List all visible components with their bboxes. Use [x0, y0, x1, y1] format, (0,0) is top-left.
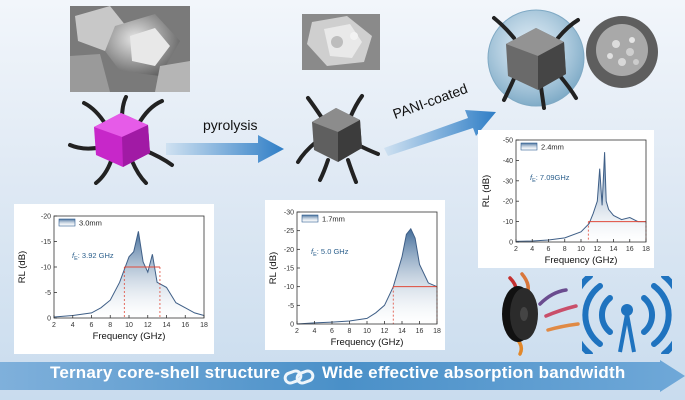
x-axis-label: Frequency (GHz)	[331, 337, 404, 348]
x-tick-label-2: 2	[514, 246, 518, 253]
y-tick-label--30: -30	[284, 210, 294, 217]
x-tick-label-6: 6	[547, 246, 551, 253]
y-tick-label--5: -5	[288, 303, 294, 310]
y-tick-label--20: -20	[41, 214, 51, 221]
rl-area	[54, 231, 204, 318]
x-tick-label-10: 10	[125, 322, 133, 329]
sem-image-pyrolyzed	[302, 14, 380, 70]
y-tick-label--15: -15	[41, 239, 51, 246]
x-tick-label-6: 6	[330, 328, 334, 335]
y-tick-label-0: 0	[290, 322, 294, 329]
rl-curve	[53, 231, 205, 318]
y-tick-label--25: -25	[284, 228, 294, 235]
y-tick-label--40: -40	[503, 158, 513, 165]
x-tick-label-2: 2	[52, 322, 56, 329]
x-axis-label: Frequency (GHz)	[545, 255, 618, 266]
x-tick-label-8: 8	[348, 328, 352, 335]
fe-annotation: fE: 7.09GHz	[530, 173, 570, 184]
x-tick-label-14: 14	[163, 322, 171, 329]
fe-annotation: fE: 3.92 GHz	[72, 251, 114, 262]
x-tick-label-14: 14	[610, 246, 618, 253]
pani-coated-particle-illustration	[480, 4, 590, 112]
sem-image-pani	[586, 16, 658, 88]
rl-curve	[515, 152, 646, 242]
y-axis-label: RL (dB)	[481, 175, 492, 207]
x-tick-label-8: 8	[108, 322, 112, 329]
legend-swatch	[301, 214, 319, 223]
x-tick-label-18: 18	[642, 246, 650, 253]
wireless-signal-icon	[568, 273, 685, 357]
rl-area	[516, 152, 646, 242]
y-axis-label: RL (dB)	[268, 252, 279, 284]
y-tick-label--50: -50	[503, 138, 513, 145]
x-tick-label-14: 14	[398, 328, 406, 335]
legend-swatch	[520, 142, 538, 151]
legend-label: 3.0mm	[79, 219, 102, 228]
y-tick-label--20: -20	[284, 247, 294, 254]
y-axis-label: RL (dB)	[17, 251, 28, 283]
x-axis-label: Frequency (GHz)	[93, 331, 166, 342]
x-tick-label-6: 6	[90, 322, 94, 329]
x-tick-label-8: 8	[563, 246, 567, 253]
x-tick-label-10: 10	[577, 246, 585, 253]
banner-left-text: Ternary core-shell structure	[50, 363, 281, 382]
pyrolyzed-particle-illustration	[292, 92, 380, 184]
x-tick-label-4: 4	[313, 328, 317, 335]
x-tick-label-10: 10	[363, 328, 371, 335]
y-tick-label--5: -5	[45, 290, 51, 297]
x-tick-label-2: 2	[295, 328, 299, 335]
y-tick-label-0: 0	[509, 240, 513, 247]
legend-label: 2.4mm	[541, 143, 564, 152]
x-tick-label-16: 16	[181, 322, 189, 329]
y-tick-label--10: -10	[284, 284, 294, 291]
connector-chain-icon	[283, 366, 317, 388]
y-tick-label--10: -10	[41, 265, 51, 272]
y-tick-label--30: -30	[503, 178, 513, 185]
sem-image-zif	[70, 6, 190, 92]
y-tick-label--20: -20	[503, 199, 513, 206]
x-tick-label-12: 12	[593, 246, 601, 253]
y-tick-label--15: -15	[284, 266, 294, 273]
x-tick-label-18: 18	[200, 322, 208, 329]
absorber-disc-illustration	[480, 270, 590, 356]
y-tick-label--10: -10	[503, 219, 513, 226]
fe-annotation: fE: 5.0 GHz	[311, 247, 349, 258]
y-tick-label-0: 0	[47, 316, 51, 323]
legend-label: 1.7mm	[322, 215, 345, 224]
x-tick-label-4: 4	[530, 246, 534, 253]
legend-swatch	[58, 218, 76, 227]
x-tick-label-16: 16	[626, 246, 634, 253]
pyrolysis-label: pyrolysis	[203, 117, 258, 133]
zif-crystal-illustration	[66, 95, 176, 185]
rl-area	[297, 228, 437, 324]
x-tick-label-18: 18	[433, 328, 441, 335]
x-tick-label-16: 16	[416, 328, 424, 335]
pani-coating-arrow	[382, 104, 498, 156]
summary-banner	[0, 360, 685, 392]
pyrolysis-arrow	[166, 134, 284, 164]
x-tick-label-4: 4	[71, 322, 75, 329]
banner-right-text: Wide effective absorption bandwidth	[322, 363, 626, 382]
x-tick-label-12: 12	[144, 322, 152, 329]
x-tick-label-12: 12	[381, 328, 389, 335]
